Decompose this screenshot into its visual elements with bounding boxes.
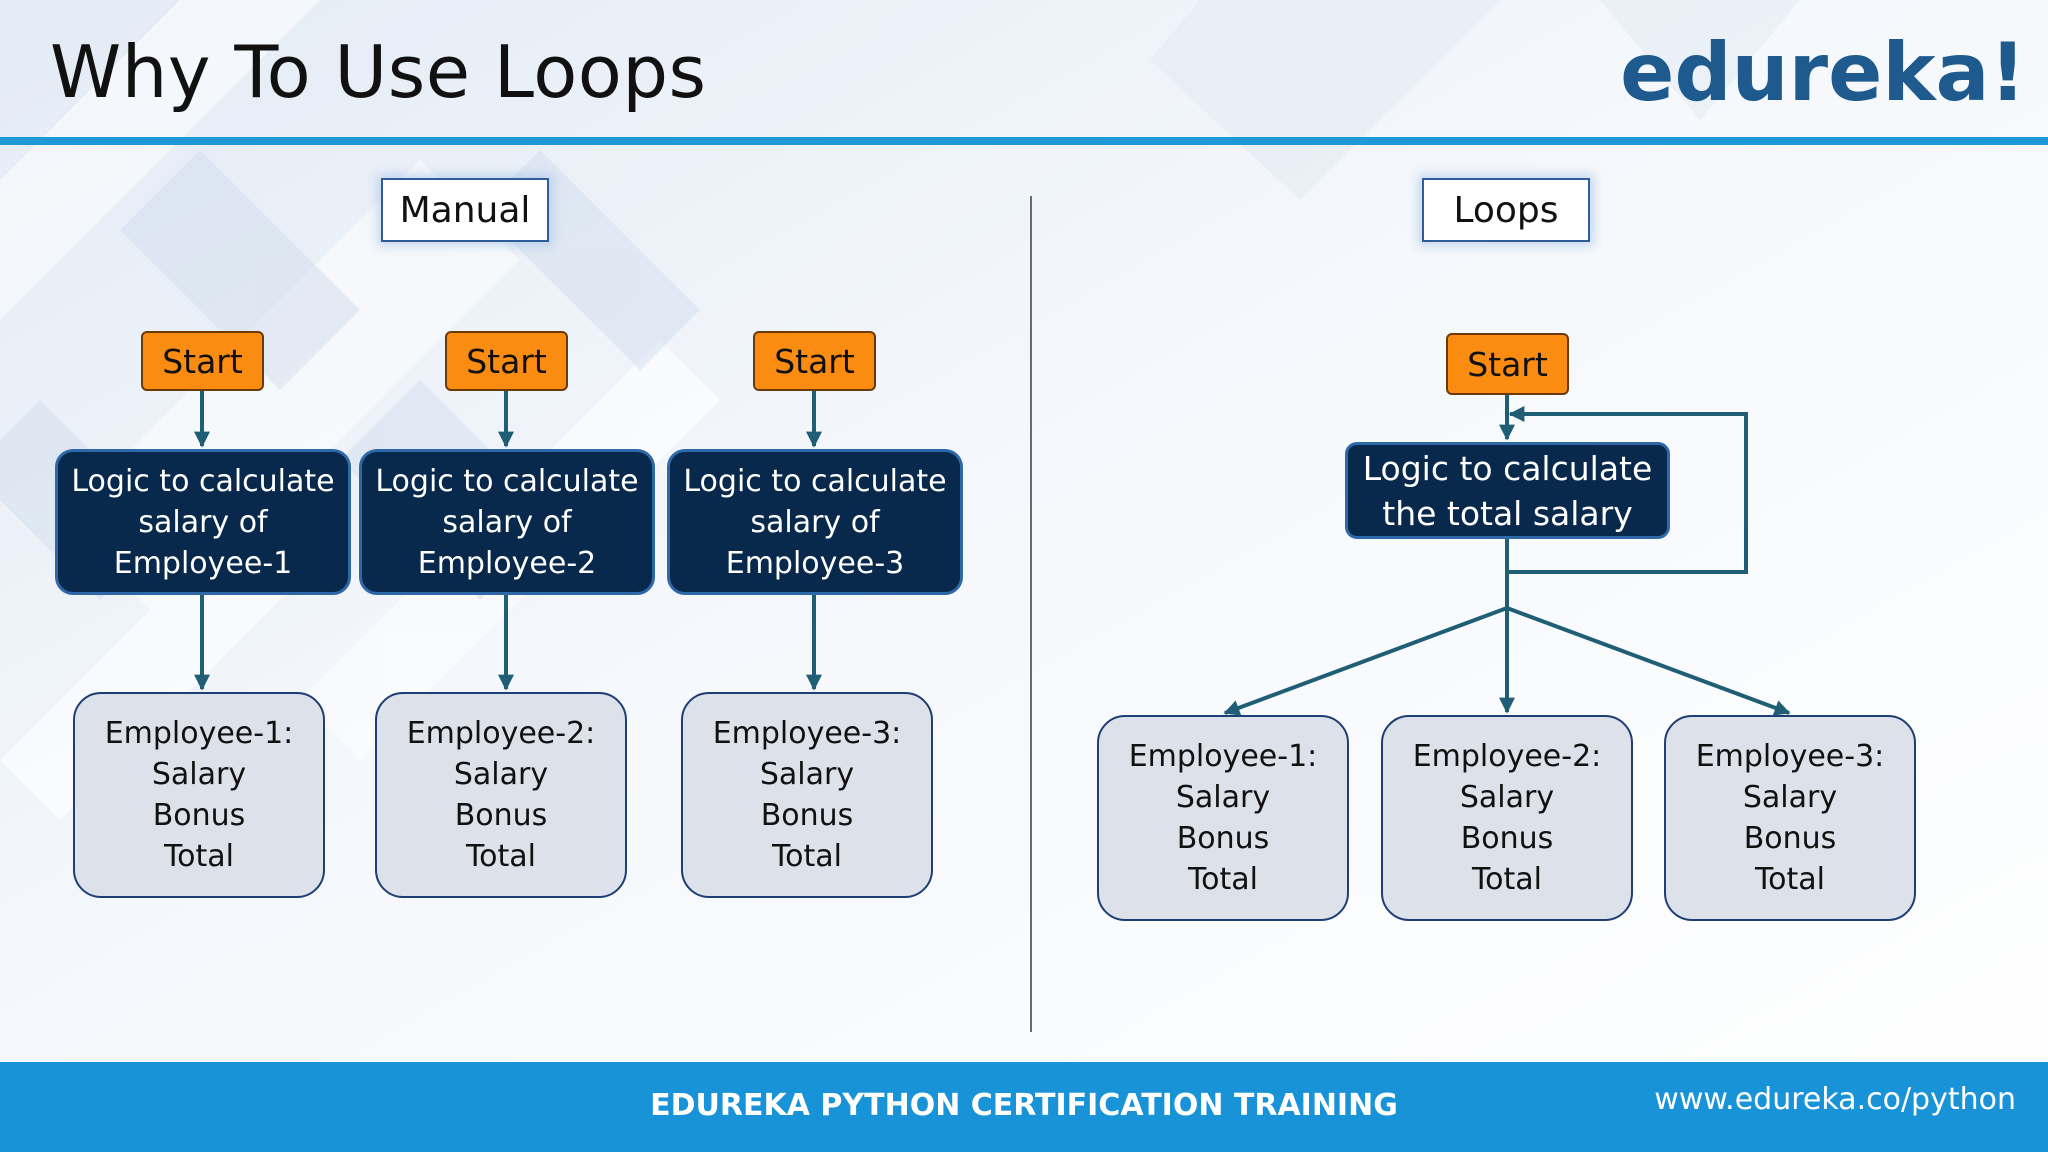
loops-label: Loops bbox=[1422, 178, 1590, 242]
manual-start-2: Start bbox=[445, 331, 568, 391]
manual-employee-2-name: Employee-2: bbox=[406, 716, 596, 751]
manual-employee-1-bonus: Bonus bbox=[152, 798, 246, 833]
manual-employee-2-salary: Salary bbox=[453, 757, 549, 792]
loops-employee-3-salary: Salary bbox=[1742, 780, 1838, 815]
manual-employee-1-total: Total bbox=[163, 839, 235, 874]
slide-title: Why To Use Loops bbox=[50, 30, 707, 114]
manual-logic-1-line-2: salary of bbox=[138, 504, 268, 540]
loops-logic-box: Logic to calculate the total salary bbox=[1345, 442, 1670, 539]
section-divider bbox=[1030, 196, 1032, 1032]
loops-employee-box-1: Employee-1: Salary Bonus Total bbox=[1097, 715, 1349, 921]
manual-logic-2-line-2: salary of bbox=[442, 504, 572, 540]
loops-employee-box-2: Employee-2: Salary Bonus Total bbox=[1381, 715, 1633, 921]
manual-logic-2-line-3: Employee-2 bbox=[417, 545, 597, 581]
manual-start-1: Start bbox=[141, 331, 264, 391]
manual-employee-3-total: Total bbox=[771, 839, 843, 874]
manual-employee-box-2: Employee-2: Salary Bonus Total bbox=[375, 692, 627, 898]
loops-logic-line-1: Logic to calculate bbox=[1362, 448, 1653, 488]
footer-title: EDUREKA PYTHON CERTIFICATION TRAINING bbox=[650, 1088, 1398, 1123]
loops-employee-3-name: Employee-3: bbox=[1695, 739, 1885, 774]
manual-logic-2-line-1: Logic to calculate bbox=[375, 463, 639, 499]
manual-employee-box-1: Employee-1: Salary Bonus Total bbox=[73, 692, 325, 898]
manual-logic-1-line-1: Logic to calculate bbox=[71, 463, 335, 499]
loops-employee-2-total: Total bbox=[1471, 862, 1543, 897]
loops-employee-3-total: Total bbox=[1754, 862, 1826, 897]
manual-employee-1-name: Employee-1: bbox=[104, 716, 294, 751]
footer-url: www.edureka.co/python bbox=[1654, 1082, 2016, 1117]
loops-employee-2-name: Employee-2: bbox=[1412, 739, 1602, 774]
loops-employee-box-3: Employee-3: Salary Bonus Total bbox=[1664, 715, 1916, 921]
loops-employee-1-name: Employee-1: bbox=[1128, 739, 1318, 774]
loops-employee-1-salary: Salary bbox=[1175, 780, 1271, 815]
loops-logic-line-2: the total salary bbox=[1382, 493, 1633, 533]
loops-employee-2-salary: Salary bbox=[1459, 780, 1555, 815]
manual-employee-3-name: Employee-3: bbox=[712, 716, 902, 751]
manual-logic-3-line-3: Employee-3 bbox=[725, 545, 905, 581]
manual-employee-3-salary: Salary bbox=[759, 757, 855, 792]
manual-label: Manual bbox=[381, 178, 549, 242]
manual-logic-box-3: Logic to calculate salary of Employee-3 bbox=[667, 449, 963, 595]
edureka-logo: edureka! bbox=[1620, 26, 2026, 119]
manual-start-3: Start bbox=[753, 331, 876, 391]
manual-logic-box-1: Logic to calculate salary of Employee-1 bbox=[55, 449, 351, 595]
loops-employee-1-total: Total bbox=[1187, 862, 1259, 897]
manual-employee-box-3: Employee-3: Salary Bonus Total bbox=[681, 692, 933, 898]
manual-employee-2-total: Total bbox=[465, 839, 537, 874]
manual-employee-3-bonus: Bonus bbox=[760, 798, 854, 833]
footer-bar: EDUREKA PYTHON CERTIFICATION TRAINING ww… bbox=[0, 1062, 2048, 1152]
manual-logic-3-line-2: salary of bbox=[750, 504, 880, 540]
title-underline bbox=[0, 137, 2048, 145]
manual-employee-2-bonus: Bonus bbox=[454, 798, 548, 833]
manual-logic-box-2: Logic to calculate salary of Employee-2 bbox=[359, 449, 655, 595]
manual-employee-1-salary: Salary bbox=[151, 757, 247, 792]
loops-employee-2-bonus: Bonus bbox=[1460, 821, 1554, 856]
manual-logic-1-line-3: Employee-1 bbox=[113, 545, 293, 581]
loops-employee-1-bonus: Bonus bbox=[1176, 821, 1270, 856]
loops-start: Start bbox=[1446, 333, 1569, 395]
manual-logic-3-line-1: Logic to calculate bbox=[683, 463, 947, 499]
loops-employee-3-bonus: Bonus bbox=[1743, 821, 1837, 856]
